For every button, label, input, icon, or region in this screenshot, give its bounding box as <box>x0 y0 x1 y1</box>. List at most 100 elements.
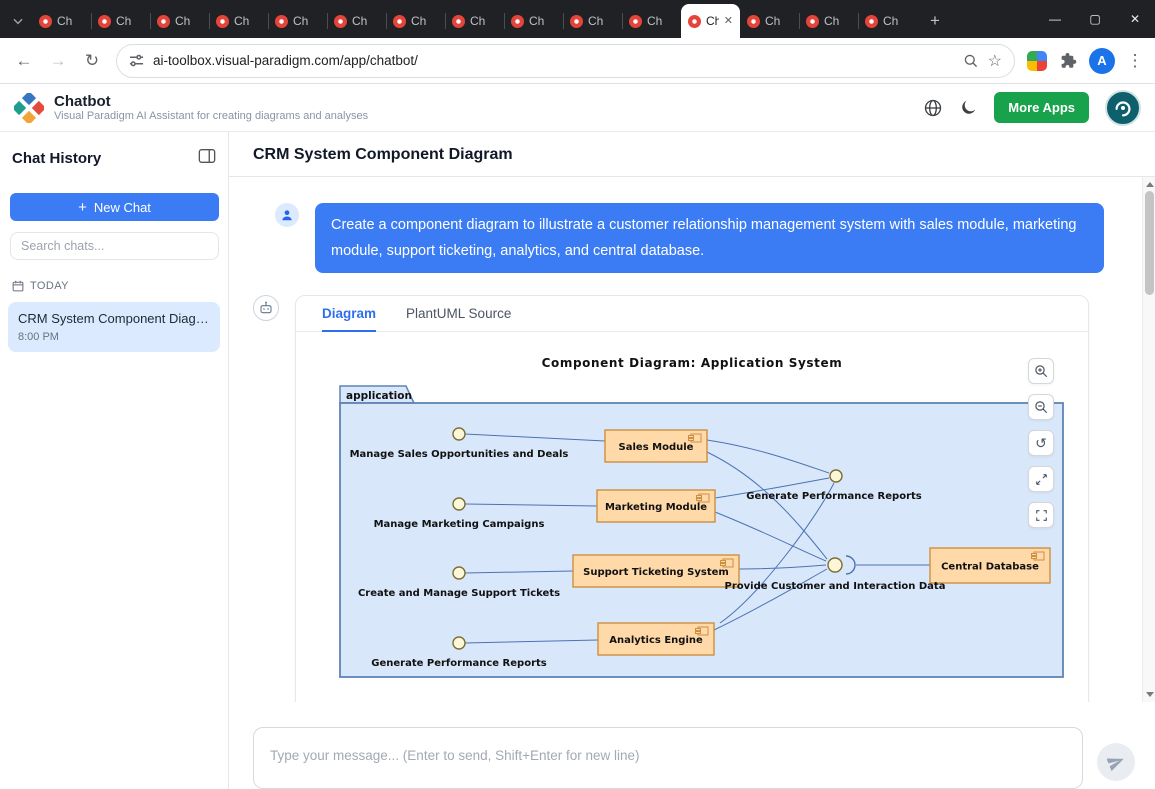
tab-label: Ch <box>175 14 190 28</box>
search-chats-input[interactable] <box>10 232 219 260</box>
svg-text:application: application <box>346 390 412 402</box>
bot-avatar <box>253 295 279 321</box>
tab-list-chevron-icon[interactable] <box>4 4 32 38</box>
browser-tab[interactable]: Ch <box>150 4 209 38</box>
diagram-component: Support Ticketing System <box>573 555 739 587</box>
scrollbar[interactable] <box>1142 177 1155 702</box>
zoom-in-button[interactable] <box>1028 358 1054 384</box>
tab-label: Ch <box>824 14 839 28</box>
back-button[interactable]: ← <box>8 45 40 77</box>
browser-tab[interactable]: Ch <box>209 4 268 38</box>
message-input[interactable] <box>253 727 1083 789</box>
scrollbar-down-arrow[interactable] <box>1146 692 1154 697</box>
user-avatar <box>275 203 299 227</box>
reset-icon: ↺ <box>1035 435 1047 452</box>
dark-mode-moon-icon[interactable] <box>959 98 978 117</box>
tab-close-icon[interactable]: ✕ <box>724 16 733 27</box>
new-chat-label: New Chat <box>94 200 151 215</box>
window-controls: — ▢ ✕ <box>1035 0 1155 38</box>
svg-text:Create and Manage Support Tick: Create and Manage Support Tickets <box>358 588 560 599</box>
tab-favicon <box>511 15 524 28</box>
tab-favicon <box>98 15 111 28</box>
app-title: Chatbot <box>54 93 368 110</box>
chat-item-title: CRM System Component Diagr... <box>18 311 210 326</box>
extensions-puzzle-icon[interactable] <box>1053 51 1081 70</box>
window-minimize-button[interactable]: — <box>1035 0 1075 38</box>
url-text: ai-toolbox.visual-paradigm.com/app/chatb… <box>153 53 954 68</box>
window-close-button[interactable]: ✕ <box>1115 0 1155 38</box>
page-title: CRM System Component Diagram <box>253 146 1131 164</box>
calendar-icon <box>12 280 24 292</box>
tab-favicon <box>806 15 819 28</box>
chat-history-item[interactable]: CRM System Component Diagr... 8:00 PM <box>8 302 220 352</box>
svg-text:Generate Performance Reports: Generate Performance Reports <box>746 491 922 502</box>
browser-tab[interactable]: Ch <box>622 4 681 38</box>
browser-tab[interactable]: Ch <box>268 4 327 38</box>
browser-tab[interactable]: Ch <box>799 4 858 38</box>
tab-diagram[interactable]: Diagram <box>322 296 376 331</box>
browser-tab[interactable]: Ch <box>504 4 563 38</box>
new-tab-button[interactable]: + <box>921 7 949 35</box>
expand-button[interactable] <box>1028 466 1054 492</box>
browser-tab[interactable]: Ch <box>32 4 91 38</box>
extension-colored-icon[interactable] <box>1027 51 1047 71</box>
user-message-bubble: Create a component diagram to illustrate… <box>315 203 1104 273</box>
language-globe-icon[interactable] <box>923 98 943 118</box>
browser-tab[interactable]: Ch✕ <box>681 4 740 38</box>
response-tabs: Diagram PlantUML Source <box>296 296 1088 332</box>
send-button[interactable] <box>1097 743 1135 781</box>
fit-to-screen-button[interactable] <box>1028 502 1054 528</box>
browser-tab[interactable]: Ch <box>91 4 150 38</box>
diagram-component: Central Database <box>930 548 1050 583</box>
reload-button[interactable]: ↻ <box>76 45 108 77</box>
browser-tab[interactable]: Ch <box>563 4 622 38</box>
tab-label: Ch <box>293 14 308 28</box>
browser-menu-kebab-icon[interactable]: ⋮ <box>1123 51 1147 71</box>
browser-tab[interactable]: Ch <box>327 4 386 38</box>
window-maximize-button[interactable]: ▢ <box>1075 0 1115 38</box>
tab-label: Ch <box>411 14 426 28</box>
browser-tab[interactable]: Ch <box>740 4 799 38</box>
tab-label: Ch <box>647 14 662 28</box>
tab-label: Ch <box>234 14 249 28</box>
tab-plantuml-source[interactable]: PlantUML Source <box>406 296 511 331</box>
new-chat-button[interactable]: + New Chat <box>10 193 219 221</box>
profile-avatar[interactable]: A <box>1089 48 1115 74</box>
app-title-block: Chatbot Visual Paradigm AI Assistant for… <box>54 93 368 122</box>
url-bar[interactable]: ai-toolbox.visual-paradigm.com/app/chatb… <box>116 44 1015 78</box>
browser-navbar: ← → ↻ ai-toolbox.visual-paradigm.com/app… <box>0 38 1155 84</box>
tab-favicon <box>216 15 229 28</box>
tab-favicon <box>688 15 701 28</box>
browser-tab[interactable]: Ch <box>386 4 445 38</box>
diagram-title: Component Diagram: Application System <box>296 356 1088 372</box>
bot-message-row: Diagram PlantUML Source Component Diagra… <box>253 295 1089 702</box>
more-apps-button[interactable]: More Apps <box>994 92 1089 123</box>
scrollbar-thumb[interactable] <box>1145 191 1154 295</box>
today-section-header: TODAY <box>12 280 216 292</box>
tab-label: Ch <box>883 14 898 28</box>
svg-text:Analytics Engine: Analytics Engine <box>609 635 703 646</box>
browser-tab[interactable]: Ch <box>858 4 917 38</box>
scrollbar-up-arrow[interactable] <box>1146 182 1154 187</box>
chat-history-sidebar: Chat History + New Chat TODAY CRM System… <box>0 132 229 789</box>
bookmark-star-icon[interactable]: ☆ <box>988 51 1002 71</box>
reset-view-button[interactable]: ↺ <box>1028 430 1054 456</box>
main-content: CRM System Component Diagram Create a co… <box>229 132 1155 789</box>
tab-favicon <box>275 15 288 28</box>
app-header: Chatbot Visual Paradigm AI Assistant for… <box>0 84 1155 132</box>
forward-button[interactable]: → <box>42 45 74 77</box>
diagram-zoom-controls: ↺ <box>1028 358 1054 528</box>
tab-favicon <box>334 15 347 28</box>
svg-text:Manage Sales Opportunities and: Manage Sales Opportunities and Deals <box>350 449 569 460</box>
site-settings-icon[interactable] <box>129 53 144 68</box>
diagram-component: Sales Module <box>605 430 707 462</box>
robot-icon <box>258 300 274 316</box>
visual-paradigm-badge-icon[interactable] <box>1105 90 1141 126</box>
zoom-out-button[interactable] <box>1028 394 1054 420</box>
svg-text:Support Ticketing System: Support Ticketing System <box>583 567 729 578</box>
collapse-sidebar-icon[interactable] <box>198 148 216 169</box>
diagram-component: Marketing Module <box>597 490 715 522</box>
tab-label: Ch <box>352 14 367 28</box>
zoom-indicator-icon[interactable] <box>963 53 979 69</box>
browser-tab[interactable]: Ch <box>445 4 504 38</box>
